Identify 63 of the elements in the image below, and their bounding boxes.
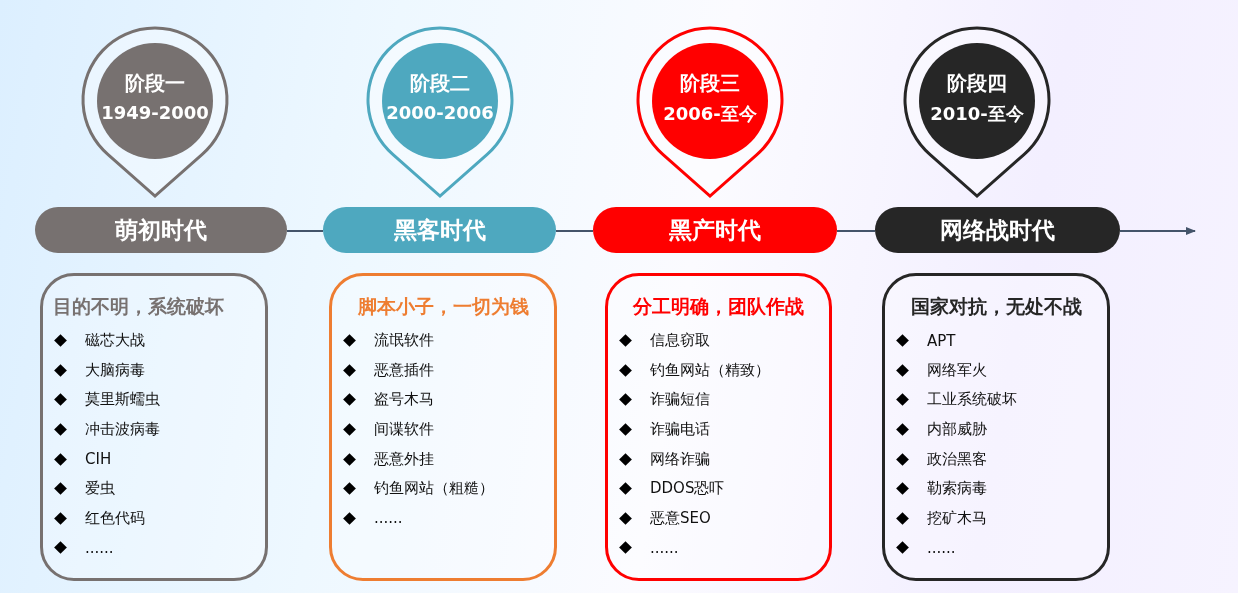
- list-item: 恶意SEO: [650, 508, 711, 528]
- location-pin: [80, 25, 230, 199]
- list-item: ......: [374, 509, 403, 528]
- list-item: CIH: [85, 450, 112, 469]
- list-item: 钓鱼网站（精致）: [650, 360, 770, 380]
- era-pill: [593, 207, 837, 253]
- stage-label: 阶段四: [946, 70, 1008, 97]
- list-item: 网络军火: [927, 360, 987, 380]
- era-title: 网络战时代: [940, 215, 1055, 245]
- stage-label: 阶段二: [409, 70, 471, 97]
- list-item: 间谍软件: [374, 420, 434, 440]
- list-card: [329, 273, 557, 581]
- list-item: 诈骗短信: [650, 390, 710, 410]
- list-item: 信息窃取: [650, 331, 710, 351]
- list-card: [40, 273, 268, 581]
- list-card: [605, 273, 832, 581]
- list-item: 爱虫: [85, 479, 115, 499]
- era-pill: [35, 207, 287, 253]
- list-item: 诈骗电话: [650, 420, 710, 440]
- arrow: [1119, 227, 1196, 235]
- list-item: 流氓软件: [374, 331, 434, 351]
- list-item: 大脑病毒: [85, 360, 145, 380]
- location-pin: [365, 25, 515, 199]
- list-item: 盗号木马: [374, 390, 434, 410]
- list-item: ......: [650, 538, 679, 557]
- list-item: 恶意插件: [374, 360, 434, 380]
- location-pin: [635, 25, 785, 199]
- list-item: 钓鱼网站（粗糙）: [374, 479, 494, 499]
- card-heading: 国家对抗，无处不战: [910, 294, 1082, 319]
- year-range: 2000-2006: [385, 102, 495, 123]
- year-range: 1949-2000: [100, 102, 210, 123]
- card-heading: 分工明确，团队作战: [633, 294, 804, 319]
- year-range: 2010-至今: [929, 102, 1025, 126]
- timeline-line: [286, 230, 324, 232]
- era-pill: [323, 207, 556, 253]
- list-item: 内部威胁: [927, 420, 987, 440]
- card-heading: 目的不明，系统破坏: [53, 294, 224, 319]
- list-item: 网络诈骗: [650, 449, 710, 469]
- list-item: APT: [927, 331, 956, 350]
- list-item: 恶意外挂: [374, 449, 434, 469]
- list-item: 莫里斯蠕虫: [85, 390, 160, 410]
- list-item: DDOS恐吓: [650, 479, 725, 499]
- timeline-line: [555, 230, 594, 232]
- list-item: 红色代码: [85, 508, 145, 528]
- stage-label: 阶段三: [679, 70, 741, 97]
- card-heading: 脚本小子，一切为钱: [357, 294, 529, 319]
- list-item: 磁芯大战: [85, 331, 145, 351]
- year-range: 2006-至今: [662, 102, 758, 126]
- list-item: 勒索病毒: [927, 479, 987, 499]
- location-pin: [902, 25, 1052, 199]
- timeline-line: [836, 230, 876, 232]
- list-item: ......: [927, 538, 956, 557]
- list-item: 冲击波病毒: [85, 420, 160, 440]
- list-item: 政治黑客: [927, 449, 987, 469]
- list-item: 工业系统破坏: [927, 390, 1017, 410]
- stage-label: 阶段一: [124, 70, 186, 97]
- era-title: 萌初时代: [115, 215, 207, 245]
- list-item: 挖矿木马: [927, 508, 987, 528]
- era-title: 黑客时代: [393, 215, 486, 245]
- list-item: ......: [85, 538, 114, 557]
- era-title: 黑产时代: [669, 215, 761, 245]
- era-pill: [875, 207, 1120, 253]
- list-card: [882, 273, 1110, 581]
